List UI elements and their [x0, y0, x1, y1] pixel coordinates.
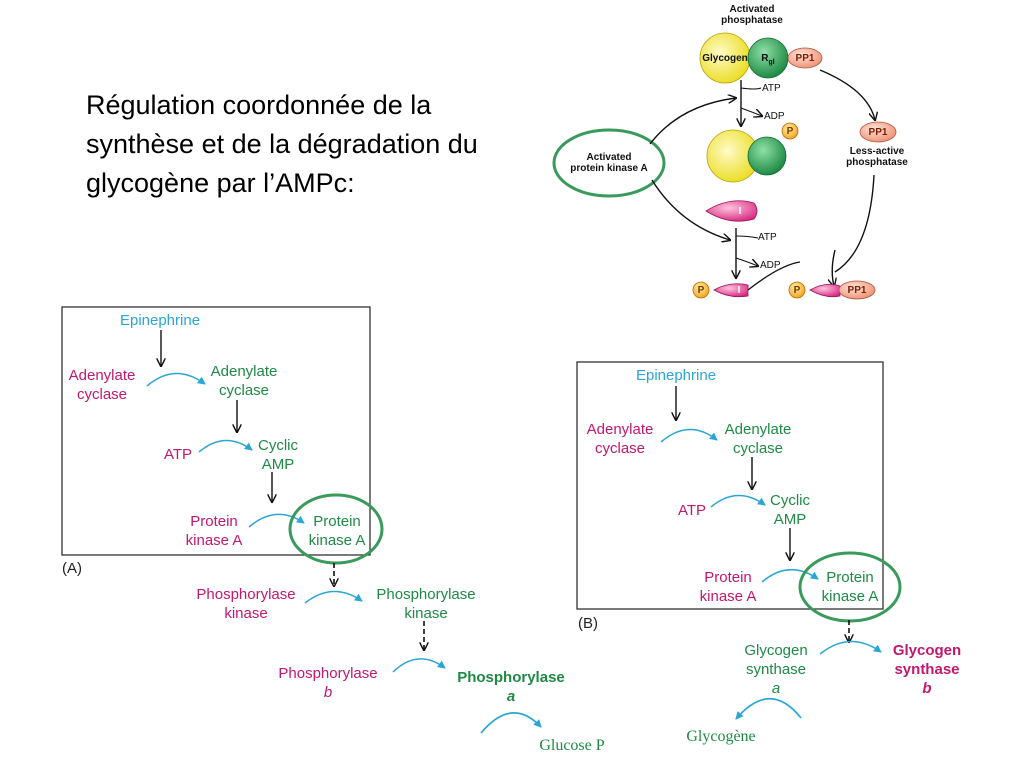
inset-inhibitor-phospho: I [737, 285, 741, 296]
phospho-badge-2 [692, 281, 710, 299]
inset-adp-2: ADP [760, 260, 781, 271]
inset-rgl-label: Rgl [761, 53, 775, 66]
inhibitor-phospho [713, 283, 749, 298]
inset-pp1-top: PP1 [795, 53, 815, 64]
highlight-circle-pka-a [288, 493, 384, 565]
a-panel-label: (A) [62, 560, 82, 577]
b-product-glycogene: Glycogène [686, 728, 756, 745]
panel-b-frame [576, 361, 884, 610]
inset-atp-1: ATP [762, 83, 781, 94]
inset-phospho-1: P [786, 126, 794, 137]
pp1-bottom [838, 280, 876, 300]
inhibitor-shape [705, 200, 758, 222]
slide-title: Régulation coordonnée de la synthèse et … [86, 90, 478, 198]
inset-pp1-less-active: PP1 [868, 127, 888, 138]
phospho-badge-1 [781, 122, 799, 140]
b-epinephrine: Epinephrine [635, 367, 717, 384]
b-panel-label: (B) [578, 615, 598, 632]
pp1-top [787, 47, 823, 69]
inset-inhibitor: I [738, 206, 742, 217]
a-epinephrine: Epinephrine [119, 312, 201, 329]
highlight-circle-pka-inset [552, 128, 666, 198]
inset-adp-1: ADP [764, 111, 785, 122]
b-atp: ATP [677, 502, 707, 519]
a-product-glucose-p: Glucose P [539, 737, 605, 754]
pp1-less-active [859, 121, 897, 143]
phospho-badge-3 [788, 281, 806, 299]
inset-phospho-2: P [697, 285, 705, 296]
inset-phospho-3: P [793, 285, 801, 296]
rgl-subunit-2 [747, 136, 787, 176]
panel-a-frame [61, 306, 371, 556]
inset-atp-2: ATP [758, 232, 777, 243]
inset-pp1-bottom: PP1 [847, 285, 867, 296]
highlight-circle-pka-b [798, 551, 902, 623]
inhibitor-bound [809, 283, 841, 298]
inset-glycogen-label: Glycogen [702, 53, 748, 64]
a-atp: ATP [163, 446, 193, 463]
